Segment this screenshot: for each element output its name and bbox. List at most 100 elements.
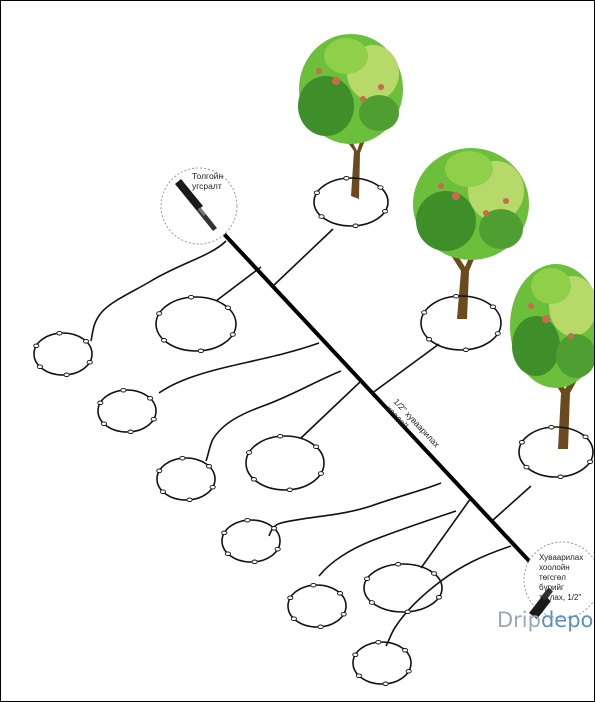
dripper-icon (377, 185, 384, 190)
dripper-icon (33, 343, 40, 349)
dripper-icon (197, 348, 204, 354)
dripper-icon (229, 332, 236, 337)
dripper-icon (421, 310, 428, 315)
end-cap-label-line3: төгсгөл (539, 573, 566, 582)
end-cap-label-line4: бүрийг (539, 583, 564, 592)
drip-ring (221, 519, 281, 563)
dripper-icon (156, 468, 163, 474)
tree-3 (510, 264, 594, 449)
branch-line (420, 497, 472, 569)
tree-icon (510, 264, 594, 388)
end-cap-label-line1: Хуваарилах (539, 553, 583, 562)
dripper-icon (453, 293, 460, 299)
drip-ring (156, 457, 216, 501)
dripper-icon (224, 551, 231, 556)
dripper-icon (352, 223, 359, 229)
dripper-icon (313, 190, 320, 195)
dripper-icon (352, 652, 359, 658)
dripper-icon (582, 434, 589, 440)
branch-line (300, 380, 362, 439)
drip-ring (97, 389, 157, 433)
dripper-icon (63, 372, 70, 378)
tree-trunk (549, 373, 581, 449)
drip-ring (352, 641, 412, 685)
dripper-icon (404, 609, 411, 615)
dripper-icon (36, 364, 43, 369)
drip-ring (155, 296, 237, 352)
main-distribution-line (222, 232, 533, 565)
dripper-icon (251, 559, 258, 565)
drip-ring (245, 435, 325, 491)
dripper-icon (518, 440, 525, 445)
start-fitting-callout: Толгойн угсралт (160, 167, 238, 245)
dripper-icon (462, 347, 469, 353)
dripper-icon (405, 668, 412, 674)
dripper-icon (224, 305, 231, 310)
dripper-icon (286, 487, 293, 493)
tree-icon (413, 148, 529, 260)
dripper-icon (340, 611, 347, 617)
tree-icon (298, 34, 403, 144)
main-line-label: 1/2" хуваарилах хоолой (384, 397, 442, 450)
brand-part1: Drip (497, 608, 541, 632)
dripper-icon (587, 459, 594, 464)
dripper-icon (313, 444, 320, 449)
dripper-icon (364, 576, 371, 581)
dripper-icon (209, 484, 216, 490)
dripper-icon (271, 526, 278, 531)
dripper-icon (557, 474, 564, 480)
dripper-icon (317, 624, 324, 630)
dripper-icon (431, 571, 438, 576)
dripper-icon (86, 359, 93, 365)
tree-1 (298, 34, 403, 199)
branch-line (205, 370, 342, 462)
dripper-icon (97, 400, 104, 406)
branch-line (272, 228, 334, 287)
dripper-icon (290, 616, 297, 621)
dripper-icon (375, 639, 382, 645)
dripper-icon (100, 421, 107, 426)
dripper-icon (250, 477, 257, 482)
tree-trunk (343, 135, 367, 199)
branch-line (492, 485, 532, 521)
dripper-icon (368, 600, 375, 605)
branch-line (318, 510, 457, 577)
start-fitting-label-line2: угсралт (192, 181, 222, 191)
dripper-icon (548, 424, 555, 430)
dripper-icon (188, 294, 195, 300)
branch-line (268, 482, 442, 537)
drippers (33, 175, 594, 687)
tree-trunk (447, 247, 479, 319)
branch-line (370, 343, 440, 395)
brand-watermark: Dripdepot (497, 608, 594, 632)
end-cap-label-line5: таглах, 1/2" (539, 593, 581, 602)
branch-line (90, 240, 227, 342)
dripper-icon (287, 595, 294, 601)
dripper-icon (186, 497, 193, 503)
drip-ring (287, 584, 347, 628)
end-cap-icon (529, 587, 553, 619)
drip-ring (33, 332, 93, 376)
dripper-icon (244, 517, 251, 523)
dripper-icon (343, 175, 350, 181)
dripper-icon (161, 338, 168, 343)
drip-ring (518, 426, 594, 478)
drip-rings (33, 177, 594, 685)
dripper-icon (56, 330, 63, 336)
dripper-icon (120, 387, 127, 393)
drip-ring (363, 563, 443, 613)
branch-line (158, 342, 320, 394)
dripper-icon (382, 681, 389, 687)
tree-2 (413, 148, 529, 319)
dripper-icon (382, 209, 389, 214)
dripper-icon (274, 546, 281, 552)
dripper-icon (318, 214, 325, 219)
drip-ring (420, 295, 502, 351)
dripper-icon (494, 331, 501, 336)
brand-part2: depot (541, 608, 594, 632)
dripper-icon (206, 464, 213, 469)
end-cap-label-line2: хоолойн (539, 563, 570, 572)
end-cap-callout: Хуваарилах хоолойн төгсгөл бүрийг таглах… (523, 541, 594, 619)
